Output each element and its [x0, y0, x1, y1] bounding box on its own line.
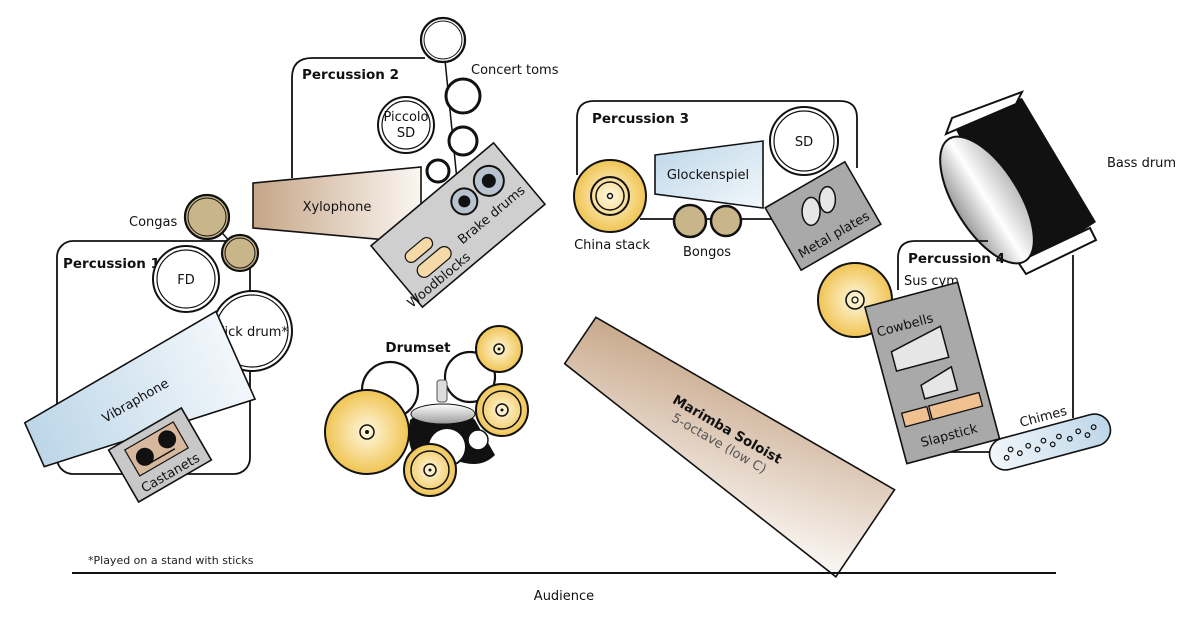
xylophone-label: Xylophone — [303, 200, 372, 215]
tom-mount — [436, 379, 448, 403]
station-2-label: Percussion 2 — [302, 67, 399, 83]
china-stack: China stack — [573, 159, 650, 253]
piccolo-sd-label-2: SD — [397, 126, 415, 141]
ride-cymbal — [475, 383, 529, 437]
station-1-label: Percussion 1 — [63, 256, 160, 272]
station-4-boundary — [897, 240, 988, 290]
congas-label: Congas — [129, 215, 177, 230]
hi-hat — [403, 443, 457, 497]
bass-drum-label: Bass drum — [1107, 156, 1176, 171]
sd-label: SD — [795, 135, 813, 150]
fd-label: FD — [177, 273, 195, 288]
marimba-soloist: Marimba Soloist 5-octave (low C) — [563, 316, 896, 578]
drumset: Drumset — [324, 325, 529, 497]
drumset-label: Drumset — [385, 340, 451, 356]
conga-large — [183, 193, 231, 241]
congas: Congas — [129, 193, 260, 273]
station-percussion-3: Percussion 3 — [576, 100, 858, 220]
station-2-boundary — [291, 57, 425, 178]
splash-cymbal — [475, 325, 523, 373]
station-3-boundary — [576, 100, 858, 175]
chimes: Chimes — [988, 404, 1112, 471]
bongos-label: Bongos — [683, 245, 731, 260]
cowbells — [890, 325, 959, 400]
metal-plates: Metal plates — [764, 160, 882, 272]
station-4-label: Percussion 4 — [908, 251, 1005, 267]
station-percussion-2: Percussion 2 — [291, 57, 425, 178]
vibraphone: Vibraphone — [23, 310, 257, 468]
footnote: *Played on a stand with sticks — [88, 554, 254, 567]
piccolo-sd-label-1: Piccolo — [384, 110, 429, 125]
audience-label: Audience — [534, 589, 594, 604]
floor-tom — [467, 429, 489, 451]
snare-drum-p3: SD — [769, 106, 839, 176]
concert-toms-label: Concert toms — [471, 63, 559, 78]
woodblocks-brake-drums-panel: Woodblocks Brake drums — [369, 141, 547, 311]
cowbells-slapstick-panel: Cowbells Slapstick — [863, 281, 1001, 465]
conga-small — [220, 233, 260, 273]
station-3-label: Percussion 3 — [592, 111, 689, 127]
concert-toms: Concert toms — [419, 16, 559, 231]
bongos: Bongos — [672, 203, 743, 260]
bass-drum: Bass drum — [939, 90, 1176, 276]
crash-cymbal — [324, 389, 410, 475]
field-drum: FD — [152, 245, 220, 313]
glockenspiel-label: Glockenspiel — [667, 168, 749, 183]
kick-drum-label: Kick drum* — [216, 325, 288, 340]
piccolo-snare-drum: Piccolo SD — [377, 96, 435, 154]
china-stack-label: China stack — [574, 238, 650, 253]
glockenspiel: Glockenspiel — [654, 140, 764, 209]
